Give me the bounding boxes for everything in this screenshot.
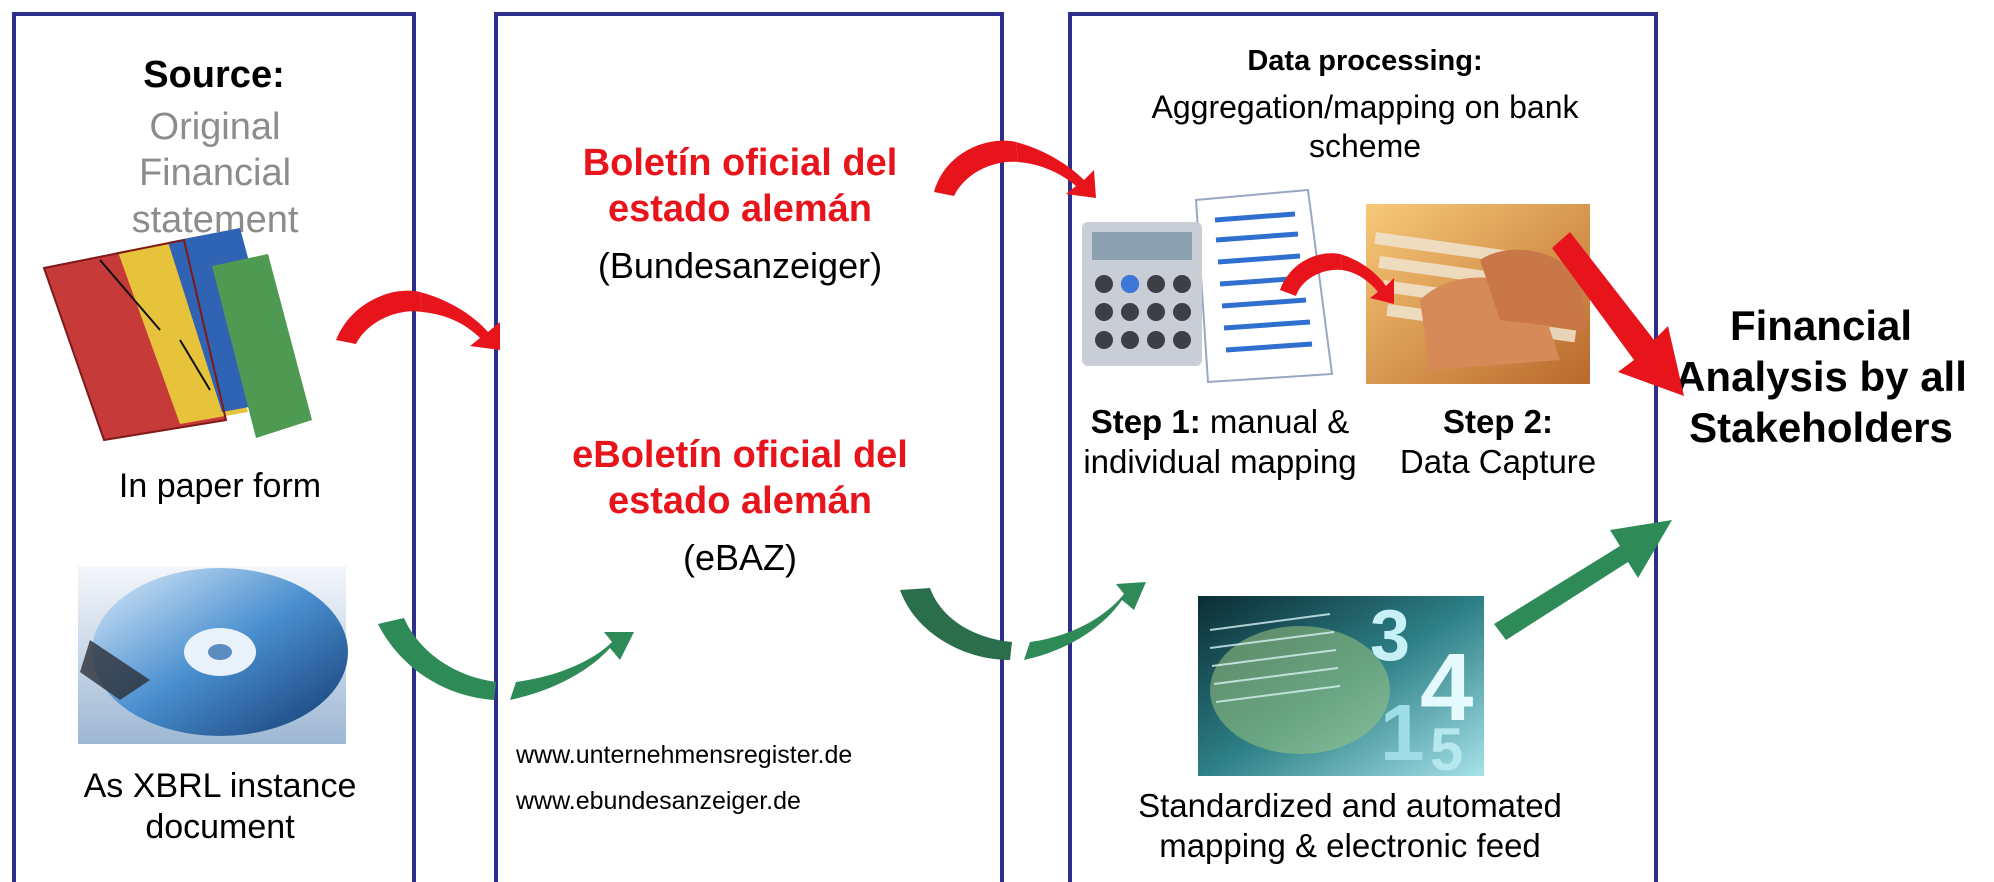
step1-caption: Step 1: manual & individual mapping	[1070, 402, 1370, 483]
green-diagonal-arrow	[1494, 520, 1672, 640]
svg-text:3: 3	[1370, 596, 1410, 676]
green-arrows	[378, 520, 1672, 700]
green-arc-arrow-3-head	[1024, 582, 1146, 660]
svg-text:1: 1	[1380, 688, 1425, 777]
red-arc-arrow-3-head	[1340, 254, 1394, 304]
red-arc-arrow-2-head	[1016, 142, 1096, 198]
red-arc-arrow-3	[1280, 253, 1342, 296]
digital-numbers-image: 3 4 1 5	[1198, 596, 1484, 783]
source-heading: Source:	[143, 54, 285, 96]
calculator-spreadsheet-image	[1082, 188, 1334, 384]
source-panel	[12, 12, 416, 882]
processing-heading: Data processing:	[1247, 45, 1483, 77]
green-arc-arrow-1	[378, 618, 496, 700]
red-arc-arrow-1	[336, 290, 422, 344]
processing-panel	[1068, 12, 1658, 882]
green-arc-arrow-2	[510, 632, 634, 700]
ebulletin-abbr: (eBAZ)	[682, 537, 797, 578]
step2-text: Data Capture	[1399, 443, 1597, 481]
bulletin-abbr: (Bundesanzeiger)	[597, 245, 883, 286]
url-ebundesanzeiger[interactable]: www.ebundesanzeiger.de	[516, 787, 801, 815]
step1-text: manual & individual mapping	[1083, 403, 1357, 481]
cd-disc-image	[78, 566, 348, 744]
bulletin-title: Boletín oficial del estado alemán	[582, 142, 898, 231]
step2-caption: Step 2: Data Capture	[1378, 402, 1618, 483]
svg-text:4: 4	[1420, 634, 1473, 741]
folder-stack-image	[42, 228, 312, 442]
red-diagonal-arrow	[1552, 232, 1684, 396]
automated-caption: Standardized and automated mapping & ele…	[1138, 787, 1562, 865]
red-arrows	[336, 140, 1684, 396]
url-unternehmensregister[interactable]: www.unternehmensregister.de	[516, 741, 853, 769]
publication-panel	[494, 12, 1004, 882]
result-text: Financial Analysis by all Stakeholders	[1675, 302, 1967, 452]
green-arc-arrow-3	[900, 588, 1012, 660]
keyboard-typing-image	[1366, 204, 1590, 384]
step1-label: Step 1:	[1090, 403, 1201, 440]
red-arc-arrow-1-head	[420, 292, 500, 350]
red-arc-arrow-2	[934, 140, 1018, 196]
ebulletin-title: eBoletín oficial del estado alemán	[572, 434, 908, 523]
xbrl-caption: As XBRL instance document	[83, 767, 357, 847]
processing-description: Aggregation/mapping on bank scheme	[1151, 89, 1579, 165]
step2-label: Step 2:	[1442, 403, 1554, 440]
paper-caption: In paper form	[118, 467, 322, 505]
svg-text:5: 5	[1430, 716, 1463, 783]
